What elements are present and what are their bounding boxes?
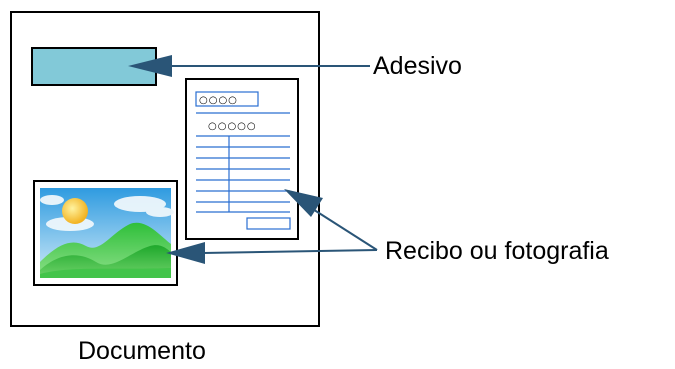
photograph xyxy=(33,180,178,286)
receipt-or-photo-label: Recibo ou fotografia xyxy=(385,237,609,265)
photo-arrow xyxy=(166,242,378,264)
receipt-arrow xyxy=(284,189,378,251)
document-label: Documento xyxy=(78,337,206,365)
receipt-title-circles: ○○○○○ xyxy=(208,121,257,132)
sticker-label: Adesivo xyxy=(373,52,462,80)
sticker-arrow xyxy=(128,55,370,77)
receipt: ○○○○ ○○○○○ xyxy=(185,78,299,240)
receipt-header-circles: ○○○○ xyxy=(199,95,238,106)
sun-icon xyxy=(62,198,88,224)
